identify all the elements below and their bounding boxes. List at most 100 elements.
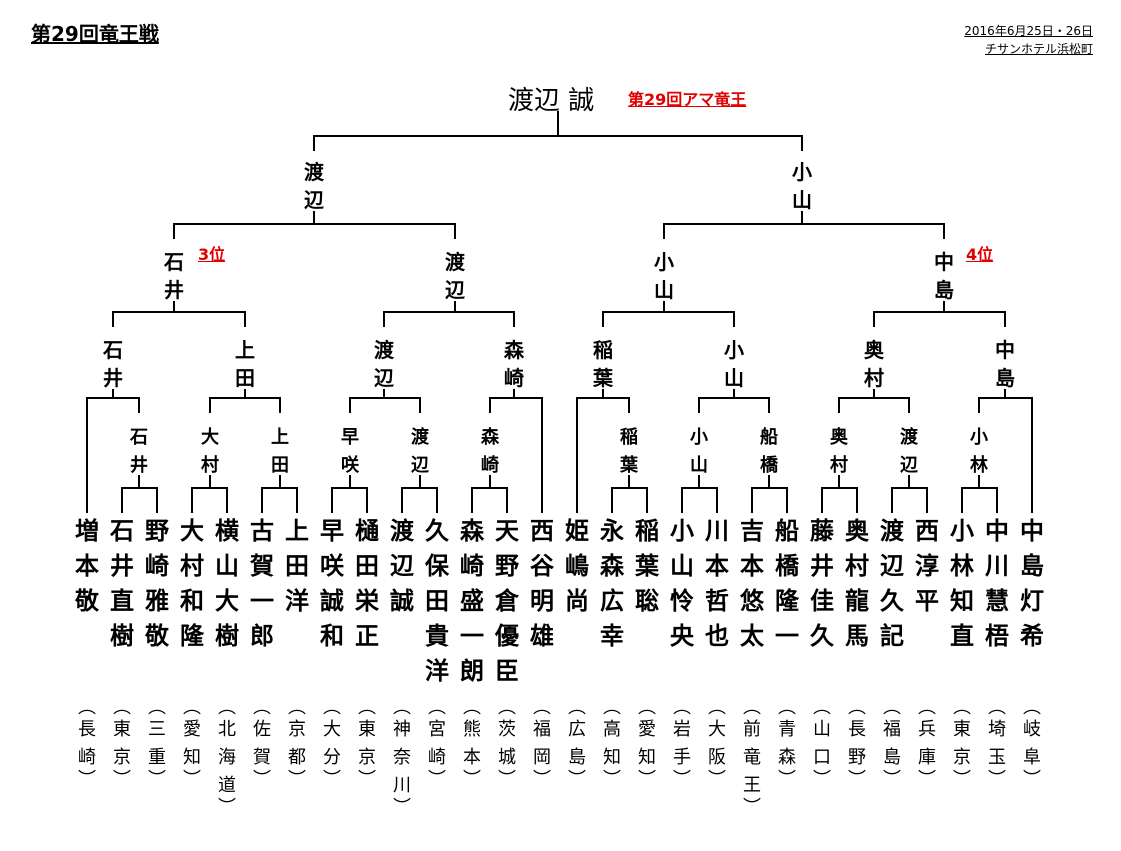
open-paren-glyph: ︵: [113, 697, 131, 718]
event-venue: チサンホテル浜松町: [984, 42, 1093, 56]
round3-name: 稲葉: [593, 338, 613, 390]
close-paren-glyph: ︶: [253, 769, 271, 790]
round2-name: 渡辺: [411, 427, 429, 476]
player-name: 石井直樹: [110, 517, 134, 650]
quarterfinal-name: 中島: [934, 250, 954, 302]
open-paren-glyph: ︵: [673, 697, 691, 718]
round2-name: 奥村: [830, 427, 848, 476]
player-prefecture: ︵山口︶: [802, 697, 842, 789]
close-paren-glyph: ︶: [848, 769, 866, 790]
player-prefecture: ︵広島︶: [557, 697, 597, 790]
open-paren-glyph: ︵: [218, 697, 236, 718]
player-prefecture: ︵愛知︶: [627, 697, 667, 790]
champion-name: 渡辺 誠: [508, 86, 595, 116]
player-prefecture: ︵京都︶: [277, 697, 317, 789]
player-prefecture: ︵佐賀︶: [242, 697, 282, 790]
player-prefecture: ︵茨城︶: [487, 699, 527, 789]
player-name: 横山大樹: [215, 517, 239, 650]
open-paren-glyph: ︵: [78, 697, 96, 718]
open-paren-glyph: ︵: [743, 697, 761, 718]
player-name: 渡辺久記: [880, 517, 904, 650]
open-paren-glyph: ︵: [638, 697, 656, 718]
close-paren-glyph: ︶: [218, 797, 236, 818]
player-prefecture: ︵岐阜︶: [1012, 699, 1052, 790]
open-paren-glyph: ︵: [813, 697, 831, 718]
close-paren-glyph: ︶: [183, 769, 201, 790]
open-paren-glyph: ︵: [253, 697, 271, 718]
close-paren-glyph: ︶: [148, 769, 166, 790]
page-title: 第29回竜王戦: [31, 22, 159, 46]
player-prefecture: ︵埼玉︶: [977, 699, 1017, 789]
player-name: 吉本悠太: [740, 517, 764, 650]
player-prefecture: ︵岩手︶: [662, 697, 702, 790]
round3-name: 奥村: [864, 338, 884, 390]
close-paren-glyph: ︶: [393, 797, 411, 818]
round3-name: 森崎: [504, 338, 524, 390]
close-paren-glyph: ︶: [428, 769, 446, 790]
round2-name: 早咲: [341, 427, 359, 476]
player-prefecture: ︵兵庫︶: [907, 699, 947, 790]
player-prefecture: ︵長野︶: [837, 697, 877, 790]
third-place-label: 3位: [198, 245, 226, 264]
event-date: 2016年6月25日・26日: [964, 24, 1093, 38]
player-name: 古賀一郎: [250, 517, 274, 650]
close-paren-glyph: ︶: [533, 769, 551, 790]
open-paren-glyph: ︵: [323, 697, 341, 718]
player-prefecture: ︵高知︶: [592, 697, 632, 790]
player-prefecture: ︵前竜王︶: [732, 697, 772, 818]
quarterfinal-name: 石井: [164, 250, 184, 302]
player-name: 稲葉聡: [635, 517, 659, 615]
close-paren-glyph: ︶: [778, 769, 796, 790]
round2-name: 森崎: [481, 427, 499, 476]
player-prefecture: ︵福島︶: [872, 699, 912, 790]
round2-name: 渡辺: [900, 427, 918, 476]
player-prefecture: ︵宮崎︶: [417, 699, 457, 790]
round3-name: 上田: [235, 338, 255, 390]
round3-name: 小山: [724, 338, 744, 390]
open-paren-glyph: ︵: [953, 697, 971, 718]
quarterfinal-name: 渡辺: [445, 250, 465, 302]
player-name: 早咲誠和: [320, 517, 344, 650]
open-paren-glyph: ︵: [183, 697, 201, 718]
close-paren-glyph: ︶: [1023, 769, 1041, 790]
close-paren-glyph: ︶: [603, 769, 621, 790]
close-paren-glyph: ︶: [358, 769, 376, 790]
round2-name: 大村: [201, 427, 219, 476]
round3-name: 渡辺: [374, 338, 394, 390]
close-paren-glyph: ︶: [463, 769, 481, 790]
open-paren-glyph: ︵: [288, 697, 306, 718]
semifinal-name: 小山: [792, 160, 812, 212]
open-paren-glyph: ︵: [568, 697, 586, 718]
close-paren-glyph: ︶: [638, 769, 656, 790]
open-paren-glyph: ︵: [358, 697, 376, 718]
close-paren-glyph: ︶: [568, 769, 586, 790]
close-paren-glyph: ︶: [883, 769, 901, 790]
close-paren-glyph: ︶: [673, 769, 691, 790]
player-name: 小山怜央: [670, 517, 694, 650]
player-name: 大村和隆: [180, 517, 204, 650]
player-prefecture: ︵東京︶: [347, 697, 387, 790]
round2-name: 稲葉: [620, 427, 638, 476]
open-paren-glyph: ︵: [848, 697, 866, 718]
player-name: 西谷明雄: [530, 517, 554, 650]
round2-name: 小林: [970, 427, 988, 476]
player-name: 久保田貴洋: [425, 517, 449, 685]
close-paren-glyph: ︶: [743, 797, 761, 818]
player-prefecture: ︵大阪︶: [697, 697, 737, 789]
open-paren-glyph: ︵: [708, 697, 726, 718]
round2-name: 上田: [271, 427, 289, 476]
player-name: 川本哲也: [705, 517, 729, 650]
open-paren-glyph: ︵: [778, 697, 796, 718]
round3-name: 石井: [103, 338, 123, 390]
close-paren-glyph: ︶: [918, 769, 936, 790]
player-name: 永森広幸: [600, 517, 624, 650]
open-paren-glyph: ︵: [463, 697, 481, 718]
open-paren-glyph: ︵: [603, 697, 621, 718]
close-paren-glyph: ︶: [953, 769, 971, 790]
player-name: 森崎盛一朗: [460, 517, 484, 685]
close-paren-glyph: ︶: [323, 769, 341, 790]
player-name: 奥村龍馬: [845, 517, 869, 650]
open-paren-glyph: ︵: [148, 697, 166, 718]
quarterfinal-name: 小山: [654, 250, 674, 302]
player-name: 天野倉優臣: [495, 517, 519, 685]
